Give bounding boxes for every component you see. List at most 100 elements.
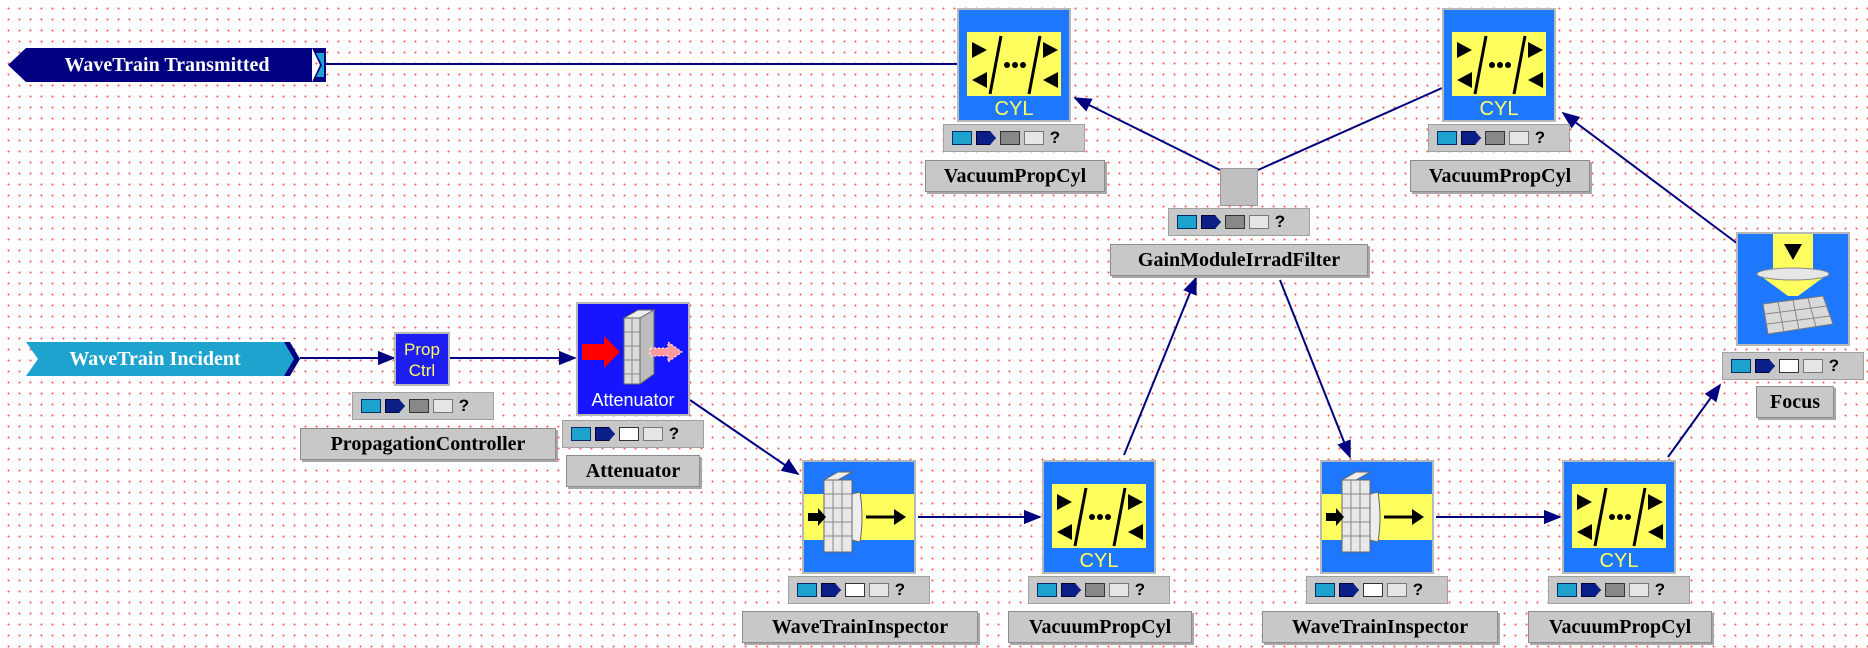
input-port-icon[interactable] — [1315, 583, 1335, 597]
vacuum-prop-cyl-top-left-block[interactable]: CYL — [957, 8, 1071, 122]
properties-icon[interactable] — [1024, 131, 1044, 145]
output-port-icon[interactable] — [1339, 583, 1359, 597]
block-control-bar: ? — [1428, 124, 1570, 152]
properties-icon[interactable] — [1803, 359, 1823, 373]
block-control-bar: ? — [1168, 208, 1310, 236]
block-label: Attenuator — [566, 455, 700, 487]
input-port-icon[interactable] — [571, 427, 591, 441]
help-icon[interactable]: ? — [894, 580, 906, 599]
input-port-icon[interactable] — [361, 399, 381, 413]
port-wavetrain-transmitted[interactable]: WaveTrain Transmitted — [8, 48, 326, 82]
svg-text:Attenuator: Attenuator — [591, 390, 674, 410]
properties-icon[interactable] — [433, 399, 453, 413]
parameters-icon[interactable] — [1605, 583, 1625, 597]
output-port-icon[interactable] — [1061, 583, 1081, 597]
input-port-icon[interactable] — [1731, 359, 1751, 373]
vacuum-prop-cyl-bottom-1-block[interactable]: CYL — [1042, 460, 1156, 574]
propagation-cylinder-icon: CYL — [1564, 462, 1674, 572]
wire-vpc-top-right-to-gainfilter — [1257, 87, 1443, 171]
parameters-icon[interactable] — [1085, 583, 1105, 597]
help-icon[interactable]: ? — [1828, 356, 1840, 375]
focus-block[interactable] — [1736, 232, 1850, 346]
attenuator-block[interactable]: Attenuator — [576, 302, 690, 416]
parameters-icon[interactable] — [1363, 583, 1383, 597]
help-icon[interactable]: ? — [1412, 580, 1424, 599]
output-port-icon[interactable] — [976, 131, 996, 145]
parameters-icon[interactable] — [1225, 215, 1245, 229]
output-port-icon[interactable] — [1581, 583, 1601, 597]
gain-filter-icon[interactable] — [1220, 168, 1258, 206]
prop-ctrl-block[interactable]: Prop Ctrl — [394, 332, 450, 386]
svg-text:Ctrl: Ctrl — [409, 361, 435, 380]
output-port-icon[interactable] — [385, 399, 405, 413]
input-port-icon[interactable] — [1557, 583, 1577, 597]
port-output-shape — [8, 48, 326, 82]
focus-lens-icon — [1738, 234, 1848, 344]
block-label: VacuumPropCyl — [1008, 611, 1192, 643]
help-icon[interactable]: ? — [1274, 212, 1286, 231]
wire-focus-to-vpc-top-right — [1561, 111, 1739, 245]
block-control-bar: ? — [562, 420, 704, 448]
output-port-icon[interactable] — [1755, 359, 1775, 373]
svg-text:CYL: CYL — [1600, 550, 1639, 572]
help-icon[interactable]: ? — [1049, 128, 1061, 147]
attenuator-icon: Attenuator — [578, 304, 688, 414]
parameters-icon[interactable] — [619, 427, 639, 441]
properties-icon[interactable] — [1629, 583, 1649, 597]
input-port-icon[interactable] — [1177, 215, 1197, 229]
input-port-icon[interactable] — [952, 131, 972, 145]
output-port-icon[interactable] — [1461, 131, 1481, 145]
vacuum-prop-cyl-top-right-block[interactable]: CYL — [1442, 8, 1556, 122]
wavetrain-inspector-icon — [804, 462, 914, 572]
output-port-icon[interactable] — [1201, 215, 1221, 229]
wavetrain-inspector-2-block[interactable] — [1320, 460, 1434, 574]
block-label: VacuumPropCyl — [1410, 160, 1590, 192]
port-label: WaveTrain Transmitted — [64, 53, 270, 76]
port-wavetrain-incident[interactable]: WaveTrain Incident — [26, 342, 300, 376]
properties-icon[interactable] — [1109, 583, 1129, 597]
output-port-icon[interactable] — [595, 427, 615, 441]
block-control-bar: ? — [1722, 352, 1864, 380]
help-icon[interactable]: ? — [1534, 128, 1546, 147]
vacuum-prop-cyl-bottom-2-block[interactable]: CYL — [1562, 460, 1676, 574]
properties-icon[interactable] — [1509, 131, 1529, 145]
help-icon[interactable]: ? — [1654, 580, 1666, 599]
block-label: GainModuleIrradFilter — [1110, 244, 1368, 276]
help-icon[interactable]: ? — [1134, 580, 1146, 599]
parameters-icon[interactable] — [845, 583, 865, 597]
wire-gainfilter-to-inspector2 — [1279, 279, 1351, 459]
wavetrain-inspector-icon — [1322, 462, 1432, 572]
block-control-bar: ? — [352, 392, 494, 420]
parameters-icon[interactable] — [409, 399, 429, 413]
block-label: Focus — [1756, 386, 1834, 418]
input-port-icon[interactable] — [1437, 131, 1457, 145]
parameters-icon[interactable] — [1485, 131, 1505, 145]
block-label: VacuumPropCyl — [925, 160, 1105, 192]
block-label: VacuumPropCyl — [1528, 611, 1712, 643]
help-icon[interactable]: ? — [458, 396, 470, 415]
input-port-icon[interactable] — [797, 583, 817, 597]
properties-icon[interactable] — [1387, 583, 1407, 597]
block-control-bar: ? — [1306, 576, 1448, 604]
input-port-icon[interactable] — [1037, 583, 1057, 597]
wire-gainfilter-to-vpc-top-left — [1073, 97, 1221, 171]
svg-text:Prop: Prop — [404, 340, 440, 359]
properties-icon[interactable] — [643, 427, 663, 441]
propagation-controller-icon: Prop Ctrl — [404, 340, 440, 380]
parameters-icon[interactable] — [1000, 131, 1020, 145]
block-label: WaveTrainInspector — [1262, 611, 1498, 643]
parameters-icon[interactable] — [1779, 359, 1799, 373]
properties-icon[interactable] — [869, 583, 889, 597]
propagation-cylinder-icon: CYL — [1444, 10, 1554, 120]
output-port-icon[interactable] — [821, 583, 841, 597]
wavetrain-inspector-1-block[interactable] — [802, 460, 916, 574]
properties-icon[interactable] — [1249, 215, 1269, 229]
propagation-cylinder-icon: CYL — [1044, 462, 1154, 572]
svg-text:CYL: CYL — [995, 98, 1034, 120]
block-control-bar: ? — [788, 576, 930, 604]
svg-text:CYL: CYL — [1080, 550, 1119, 572]
block-label: WaveTrainInspector — [742, 611, 978, 643]
propagation-cylinder-icon: CYL — [959, 10, 1069, 120]
help-icon[interactable]: ? — [668, 424, 680, 443]
